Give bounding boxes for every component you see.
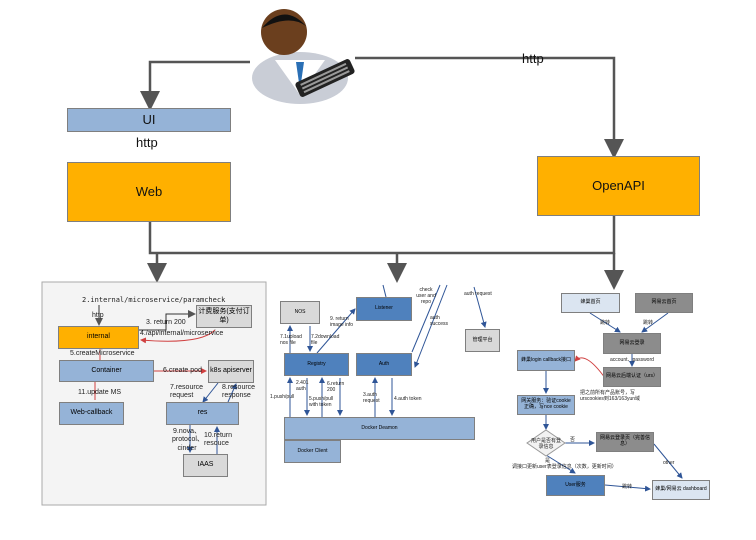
auth401-label: 2.401 auth — [296, 380, 309, 392]
auth-box: Auth — [356, 353, 412, 376]
http-label-left: http — [136, 135, 158, 150]
fc-home-box: 蜂巢首页 — [561, 293, 620, 313]
auth-req3-label: 3.auth request — [363, 392, 380, 404]
write-cookie-label: 把之前所有产品账号，写urscookies到163/163yun域 — [580, 390, 641, 402]
nos-box: NOS — [280, 301, 320, 324]
callback-box: 蜂巢login callback接口 — [517, 350, 575, 371]
wy-complete-box: 网易云登录页（完善信息） — [596, 432, 654, 452]
decision-diamond — [526, 429, 566, 457]
return200-label: 3. return 200 — [146, 319, 186, 326]
iaas-box: IAAS — [183, 454, 228, 477]
download-label: 7.2download file — [311, 334, 340, 346]
update-user-label: 调接口更新user表登录信息（次数，更新时间） — [512, 464, 617, 470]
res-response-label: 8.resource response — [222, 384, 256, 400]
http-label-right: http — [522, 51, 544, 66]
no-label: 否 — [570, 437, 576, 443]
image-info-label: 9. return image info — [330, 316, 354, 328]
update-ms-label: 11.update MS — [78, 389, 122, 396]
create-pod-label: 6.create pod — [163, 367, 202, 374]
return-res-label: 10.return resouce — [204, 432, 233, 448]
decision-label: 用户是否有登录信息 — [531, 438, 562, 450]
upload-label: 7.1upload nos file — [280, 334, 302, 346]
web-callback-box: Web-callback — [59, 402, 124, 425]
wy-home-box: 网易云首页 — [635, 293, 693, 313]
listener-box: Listener — [356, 297, 412, 321]
check-label: check user and repo — [416, 287, 436, 305]
nova-label: 9.nova、protocol、cinder — [172, 428, 204, 452]
auth-token-label: 4.auth token — [394, 396, 422, 402]
api-label: 4./api/internal/microservice — [140, 330, 224, 337]
docker-daemon-box: Docker Deamon — [284, 417, 475, 440]
wy-login-box: 网易云登录 — [603, 333, 661, 354]
return200-mid-label: 6.return 200 — [327, 381, 345, 393]
internal-box: internal — [58, 326, 139, 349]
container-box: Container — [59, 360, 154, 382]
jump3-label: 跳转 — [622, 484, 633, 490]
k8s-box: k8s apiserver — [208, 360, 254, 383]
auth-request-label: auth request — [464, 291, 492, 297]
openapi-box: OpenAPI — [537, 156, 700, 216]
registry-box: Registry — [284, 353, 349, 376]
web-box: Web — [67, 162, 231, 222]
urs-box: 网易云后端认证（urs） — [603, 367, 661, 387]
res-box: res — [166, 402, 239, 425]
ui-box: UI — [67, 108, 231, 132]
push-pull-label: 1.push/pull — [270, 394, 295, 400]
push-token-label: 5.push/pull with token — [309, 396, 334, 408]
docker-client-box: Docker Client — [284, 440, 341, 463]
other-label: other — [663, 460, 675, 466]
yes-label: 是 — [545, 458, 551, 464]
res-request-label: 7.resource request — [170, 384, 204, 400]
jump2-label: 跳转 — [643, 320, 654, 326]
billing-box: 计费服务(支付订单) — [196, 305, 252, 328]
create-ms-label: 5.createMicroservice — [70, 350, 135, 357]
gateway-box: 网关服务：验证cookie正确，写nce cookie — [517, 395, 575, 415]
auth-success-label: auth success — [430, 315, 449, 327]
http-label: http — [92, 312, 104, 319]
dashboard-box: 蜂巢/网易云 dashboard — [652, 480, 710, 500]
user-service-box: User服务 — [546, 475, 605, 496]
jump1-label: 跳转 — [600, 320, 611, 326]
admin-platform-box: 管理平台 — [465, 329, 500, 352]
paramcheck-label: 2.internal/microservice/paramcheck — [82, 296, 226, 304]
account-label: account、password — [610, 357, 654, 363]
